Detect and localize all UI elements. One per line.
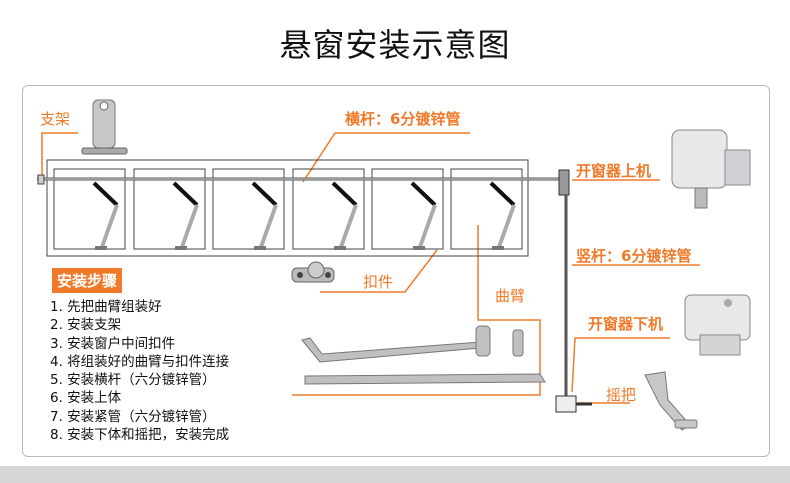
window-pane (212, 168, 285, 250)
arm-upper (331, 181, 358, 207)
window-pane (53, 168, 126, 250)
arm-upper (172, 181, 199, 207)
page-title: 悬窗安装示意图 (279, 26, 511, 64)
upper-unit-mark (558, 169, 570, 196)
arm-lower (497, 204, 516, 248)
step-item: 7. 安装紧管（六分镀锌管） (50, 408, 216, 425)
arm-upper (489, 181, 516, 207)
arm-upper (251, 181, 278, 207)
lower-unit-mark (555, 395, 577, 413)
clip-mark (492, 246, 504, 250)
arm-upper (410, 181, 437, 207)
step-item: 1. 先把曲臂组装好 (50, 299, 162, 315)
step-item: 5. 安装横杆（六分镀锌管） (50, 372, 216, 389)
clip-image (291, 261, 335, 283)
arm-lower (259, 204, 278, 248)
arm-image (301, 325, 546, 385)
clip-mark (254, 246, 266, 250)
arm-lower (418, 204, 437, 248)
window-pane (292, 168, 365, 250)
step-item: 3. 安装窗户中间扣件 (50, 335, 176, 352)
upper-unit-image (671, 129, 751, 209)
label-bracket: 支架 (40, 110, 71, 128)
window-pane (450, 168, 523, 250)
label-vertical: 竖杆：6分镀锌管 (576, 247, 692, 265)
step-item: 4. 将组装好的曲臂与扣件连接 (50, 353, 230, 370)
clip-mark (334, 246, 346, 250)
clip-mark (175, 246, 187, 250)
label-arm: 曲臂 (495, 287, 526, 305)
label-upper-unit: 开窗器上机 (576, 162, 652, 180)
step-item: 6. 安装上体 (50, 390, 122, 407)
arm-upper (92, 181, 119, 207)
label-clip: 扣件 (363, 273, 394, 291)
bracket-image (81, 99, 128, 155)
steps-title: 安装步骤 (52, 268, 123, 293)
label-crossbar: 横杆：6分镀锌管 (345, 110, 461, 128)
arm-lower (180, 204, 199, 248)
lower-unit-image (684, 294, 751, 356)
step-item: 2. 安装支架 (50, 317, 122, 334)
step-item: 8. 安装下体和摇把，安装完成 (50, 427, 230, 444)
arm-lower (339, 204, 358, 248)
arm-lower (100, 204, 119, 248)
leader-lines (41, 132, 700, 404)
bottom-strip (0, 466, 790, 483)
clip-mark (413, 246, 425, 250)
clip-mark (95, 246, 107, 250)
label-lower-unit: 开窗器下机 (588, 315, 664, 333)
handle-image (644, 371, 698, 431)
window-pane (371, 168, 444, 250)
diagram-frame (22, 85, 770, 457)
steps-list: 1. 先把曲臂组装好 2. 安装支架 3. 安装窗户中间扣件 4. 将组装好的曲… (50, 298, 229, 444)
label-handle: 摇把 (606, 386, 637, 404)
bracket-end (37, 174, 45, 185)
window-pane (133, 168, 206, 250)
window-outer-frame (46, 159, 529, 257)
